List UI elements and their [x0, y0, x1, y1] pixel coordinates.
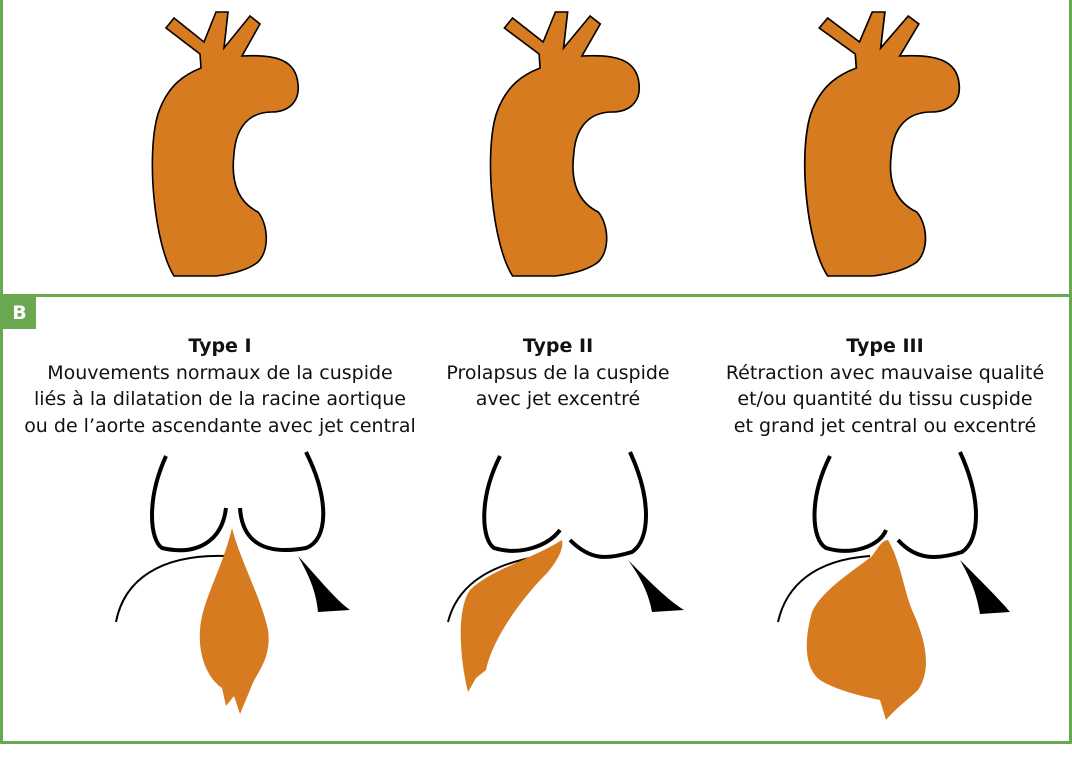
type-3-line-3: et grand jet central ou excentré: [733, 414, 1037, 437]
valve-type-3: [777, 451, 1010, 720]
valve-type-1: [115, 451, 350, 714]
aorta-normal: [151, 11, 299, 277]
type-1-line-2: liés à la dilatation de la racine aortiq…: [34, 388, 406, 410]
panel-b-frame: [0, 297, 1072, 744]
panel-a-frame: [0, 0, 1072, 297]
aorta-root-dilated: [489, 11, 641, 277]
type-3-line-2: et/ou quantité du tissu cuspide: [737, 388, 1033, 410]
caption-type-3: Type III Rétraction avec mauvaise qualit…: [712, 333, 1058, 439]
type-2-line-1: Prolapsus de la cuspide: [446, 361, 670, 384]
type-2-title: Type II: [522, 335, 594, 357]
caption-type-1: Type I Mouvements normaux de la cuspide …: [20, 333, 420, 439]
jet-type-2: [460, 540, 563, 692]
type-1-line-3: ou de l’aorte ascendante avec jet centra…: [24, 414, 416, 437]
type-1-title: Type I: [188, 335, 252, 357]
type-1-line-1: Mouvements normaux de la cuspide: [47, 361, 393, 384]
type-2-line-2: avec jet excentré: [475, 388, 641, 410]
aorta-ascending-dilated: [803, 11, 961, 277]
type-3-title: Type III: [846, 335, 924, 357]
panel-b-label: B: [3, 297, 36, 329]
jet-type-3: [806, 540, 926, 720]
jet-type-1: [199, 528, 269, 714]
type-3-line-1: Rétraction avec mauvaise qualité: [725, 361, 1045, 384]
valve-type-2: [447, 451, 684, 692]
caption-type-2: Type II Prolapsus de la cuspide avec jet…: [428, 333, 688, 413]
